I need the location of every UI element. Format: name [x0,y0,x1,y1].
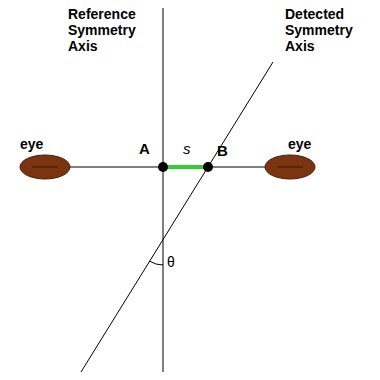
point-dot [203,162,213,172]
point-label: A [139,140,150,157]
point-dot [158,162,168,172]
angle-arc [150,261,163,265]
eye-shape [277,167,303,168]
eye-shape [20,155,70,179]
eye-shape [265,155,315,179]
axis-label: Detected Symmetry Axis [285,6,373,54]
eye-label: eye [288,136,311,152]
distance-label: s [183,140,191,157]
distance-segment [163,165,208,169]
eye-label: eye [20,136,43,152]
point-label: B [217,142,228,159]
eye-shape [32,167,58,168]
axis-label: Reference Symmetry Axis [68,6,156,54]
reference-axis [163,8,164,372]
angle-label: θ [167,254,175,270]
detected-axis [81,62,273,372]
